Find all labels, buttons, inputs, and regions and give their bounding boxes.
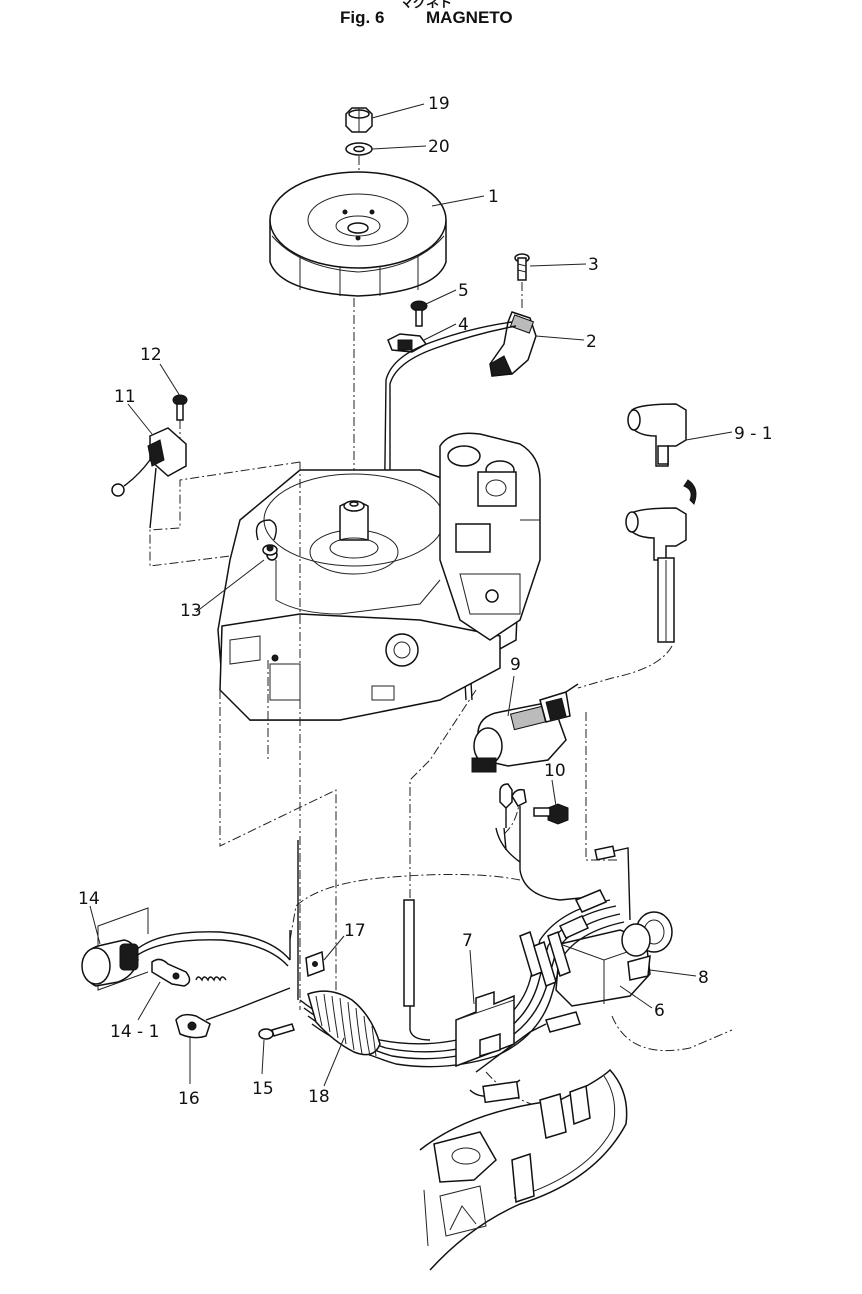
part-13-bolt <box>262 544 278 556</box>
callout-3: 3 <box>588 255 599 275</box>
lower-cowling <box>419 1068 628 1271</box>
wire-ground <box>503 827 507 851</box>
part-14-stop-switch <box>81 907 291 991</box>
dash-mid <box>409 689 477 1006</box>
part-8-bracket <box>621 911 673 957</box>
part-9-plug-cap-lower <box>625 507 687 643</box>
part-9-1-plug-cap <box>627 403 687 467</box>
leader-lines <box>89 103 733 1087</box>
part-15-screw <box>258 1023 295 1040</box>
part-9-ignition-coil <box>471 683 579 773</box>
callout-11: 11 <box>114 387 136 407</box>
part-4-clamp <box>387 333 428 353</box>
part-20-washer <box>345 142 373 156</box>
callout-13: 13 <box>180 601 202 621</box>
callout-14: 14 <box>78 889 100 909</box>
callout-8: 8 <box>698 968 709 988</box>
japanese-title: マグネト <box>400 0 453 10</box>
part-12-screw <box>172 394 188 421</box>
coil-ground-wire <box>519 869 601 901</box>
part-1-flywheel <box>269 171 447 297</box>
part-16-plate <box>175 987 291 1039</box>
part-14-1-lanyard-clip <box>151 958 227 987</box>
ground-terminals <box>499 783 527 870</box>
callout-labels: 19 20 1 3 5 4 2 12 11 9 - 1 13 9 10 14 1… <box>78 94 773 1109</box>
part-7-bracket <box>455 990 515 1068</box>
cdi-connector-wire <box>609 847 631 921</box>
bullet-connector <box>594 845 616 861</box>
harness-sleeve-vertical <box>403 899 415 1007</box>
arrow-icon <box>683 479 697 505</box>
part-3-screw <box>514 253 530 281</box>
callout-9-1: 9 - 1 <box>734 424 773 444</box>
callout-7: 7 <box>462 931 473 951</box>
callout-5: 5 <box>458 281 469 301</box>
callout-19: 19 <box>428 94 450 114</box>
dash-cdi-right <box>611 1015 733 1052</box>
figure-number: Fig. 6 <box>340 8 385 27</box>
dash-ground <box>503 789 521 835</box>
part-17-clamp <box>305 950 325 978</box>
callout-10: 10 <box>544 761 566 781</box>
callout-1: 1 <box>488 187 499 207</box>
callout-4: 4 <box>458 315 469 335</box>
part-2-pulser-coil <box>489 311 537 377</box>
dash-right <box>585 712 618 861</box>
engine-block <box>217 432 541 721</box>
callout-14-1: 14 - 1 <box>110 1022 159 1042</box>
callout-9: 9 <box>510 655 521 675</box>
part-19-nut <box>345 107 373 133</box>
callout-12: 12 <box>140 345 162 365</box>
callout-2: 2 <box>586 332 597 352</box>
callout-18: 18 <box>308 1087 330 1107</box>
callout-20: 20 <box>428 137 450 157</box>
part-10-bolt <box>533 803 569 825</box>
callout-17: 17 <box>344 921 366 941</box>
callout-16: 16 <box>178 1089 200 1109</box>
dash-harness-upper <box>289 873 521 941</box>
callout-15: 15 <box>252 1079 274 1099</box>
part-5-screw <box>410 300 428 327</box>
callout-6: 6 <box>654 1001 665 1021</box>
hightension-dashline <box>577 645 673 689</box>
figure-title: MAGNETO <box>426 8 513 27</box>
part-18-corrugated-tube <box>307 990 381 1057</box>
ground-wire-9 <box>495 827 521 863</box>
part-11-rectifier <box>111 427 187 529</box>
figure-header: マグネト Fig. 6 MAGNETO <box>0 0 862 40</box>
